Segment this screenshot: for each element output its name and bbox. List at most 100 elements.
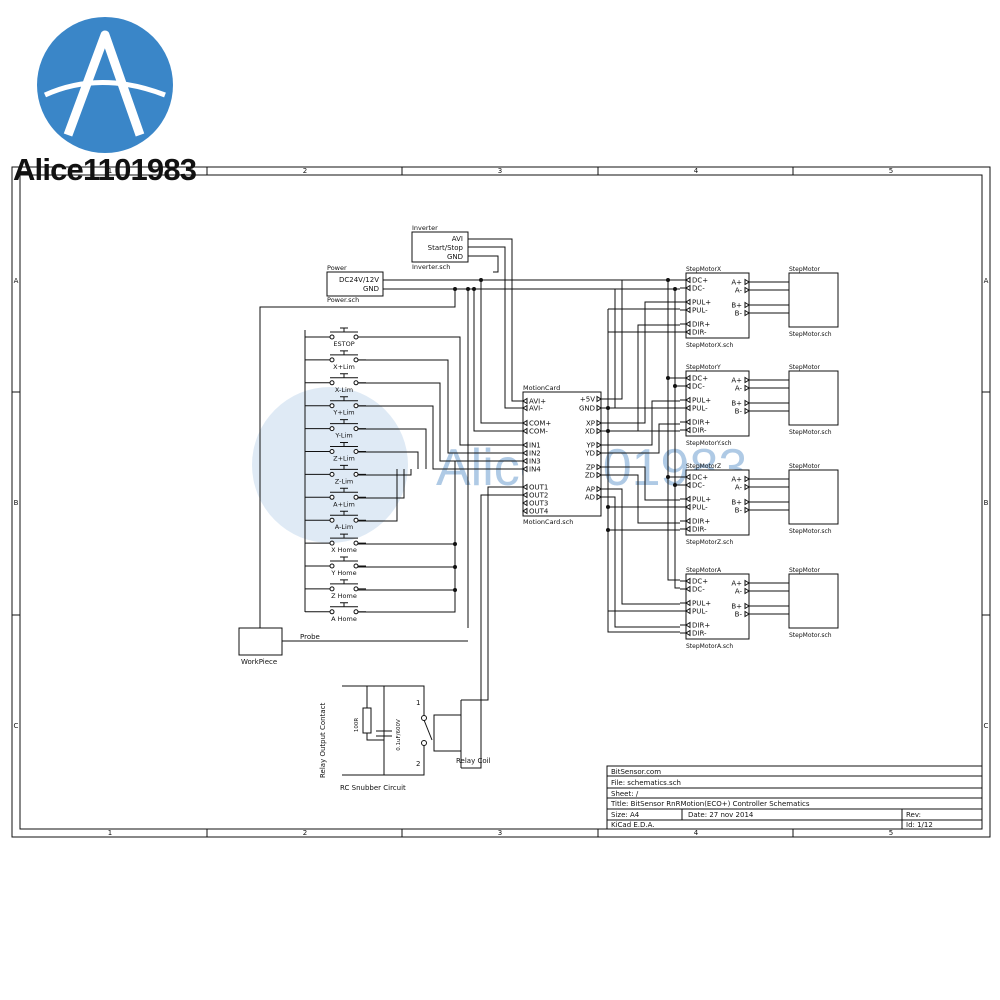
motioncard-left-pin: COM- [529, 428, 548, 436]
driver-left-pin: DIR+ [692, 622, 710, 630]
motioncard-left-pin: AVI+ [529, 398, 546, 406]
motioncard-left-pin: IN3 [529, 458, 541, 466]
pin-arrow-icon [596, 404, 602, 412]
switch-label: A+Lim [333, 500, 355, 508]
motioncard-left-pin: OUT2 [529, 492, 548, 500]
driver-right-pin: A- [735, 484, 743, 492]
switch-icon [330, 602, 358, 608]
power-title: Power [327, 264, 347, 272]
driver-right-pin: A+ [731, 279, 742, 287]
wiring [259, 238, 680, 769]
driver-right-pin: B+ [731, 302, 742, 310]
switch-label: X Home [331, 546, 357, 554]
motioncard-right-pin: ZP [586, 464, 595, 472]
pin-arrow-icon [596, 427, 602, 435]
driver-left-pin: PUL+ [692, 299, 711, 307]
motioncard-right-pin: AD [585, 494, 595, 502]
row-marker: B [14, 499, 19, 507]
switch-icon [330, 556, 358, 562]
col-marker: 5 [889, 167, 893, 175]
col-marker: 5 [889, 829, 893, 837]
pin-arrow-icon [596, 493, 602, 501]
driver-left-pin: PUL+ [692, 600, 711, 608]
pin-arrow-icon [522, 419, 528, 427]
driver-file: StepMotorY.sch [686, 440, 732, 447]
motioncard-right-pin: XP [586, 420, 595, 428]
watermark: Alice1101983 [252, 387, 747, 543]
switch-label: Y+Lim [332, 409, 354, 417]
switch-icon [330, 373, 358, 379]
switch-icon [330, 419, 358, 425]
workpiece-block: WorkPiece Probe [238, 627, 320, 666]
motioncard-left-pin: IN4 [529, 466, 541, 474]
switch-label: Y Home [330, 569, 356, 577]
title-rev: Rev: [906, 811, 921, 819]
relay-circuit: Relay Output Contact 100R 0.1uF/600V 1 2… [319, 685, 491, 792]
stepper-driver: StepMotorAStepMotorA.schDC+DC-PUL+PUL-DI… [680, 567, 789, 650]
title-file: File: schematics.sch [611, 779, 681, 787]
pushbutton-switch: A Home [305, 602, 366, 623]
switch-icon [330, 327, 358, 333]
inverter-pin-startstop: Start/Stop [428, 244, 464, 252]
driver-right-pin: B+ [731, 603, 742, 611]
stepper-driver-array: StepMotorXStepMotorX.schDC+DC-PUL+PUL-DI… [680, 266, 839, 650]
switch-icon [330, 487, 358, 493]
pin-arrow-icon [522, 404, 528, 412]
pin-arrow-icon [596, 419, 602, 427]
relay-contact-icon [423, 719, 433, 741]
driver-left-pin: DC- [692, 285, 705, 293]
row-marker: A [14, 277, 19, 285]
motioncard-right-pin: YP [586, 442, 596, 450]
motor-title: StepMotor [789, 364, 821, 371]
driver-right-pin: A+ [731, 377, 742, 385]
driver-right-pin: A- [735, 588, 743, 596]
driver-right-pin: B- [735, 408, 743, 416]
driver-title: StepMotorY [686, 364, 721, 371]
title-size: Size: A4 [611, 811, 640, 819]
motioncard-right-pin: ZD [585, 472, 595, 480]
driver-left-pin: DIR- [692, 329, 707, 337]
pushbutton-switch: Y Home [305, 556, 366, 577]
col-marker: 2 [303, 167, 307, 175]
title-company: BitSensor.com [611, 768, 661, 776]
motor-file: StepMotor.sch [789, 528, 832, 535]
snubber-label: RC Snubber Circuit [340, 784, 406, 792]
inverter-block: Inverter AVI Start/Stop GND Inverter.sch [411, 224, 469, 271]
relay-pin1: 1 [416, 699, 420, 707]
power-pin-gnd: GND [363, 285, 379, 293]
pin-arrow-icon [522, 507, 528, 515]
motor-title: StepMotor [789, 463, 821, 470]
switch-icon [330, 579, 358, 585]
driver-left-pin: PUL- [692, 405, 708, 413]
switch-label: A-Lim [335, 523, 353, 531]
driver-right-pin: A+ [731, 476, 742, 484]
switch-label: A Home [331, 615, 357, 623]
driver-left-pin: DC- [692, 482, 705, 490]
title-block: BitSensor.com File: schematics.sch Sheet… [606, 765, 983, 830]
driver-left-pin: DC- [692, 383, 705, 391]
switch-label: X+Lim [333, 363, 355, 371]
col-marker: 3 [498, 829, 502, 837]
driver-file: StepMotorA.sch [686, 643, 733, 650]
pin-arrow-icon [522, 449, 528, 457]
title-tool: KiCad E.D.A. [611, 821, 655, 829]
driver-left-pin: DIR+ [692, 518, 710, 526]
motor-title: StepMotor [789, 266, 821, 273]
pin-arrow-icon [522, 397, 528, 405]
inverter-pin-gnd: GND [447, 253, 463, 261]
inverter-file: Inverter.sch [412, 263, 450, 271]
driver-left-pin: DC+ [692, 277, 708, 285]
motioncard-title: MotionCard [523, 384, 560, 392]
driver-left-pin: PUL- [692, 608, 708, 616]
pin-arrow-icon [522, 441, 528, 449]
motioncard-right-pin: +5V [580, 396, 595, 404]
resistor-value: 100R [354, 718, 360, 732]
pin-arrow-icon [522, 457, 528, 465]
pin-arrow-icon [522, 491, 528, 499]
motioncard-block: MotionCard MotionCard.sch AVI+AVI-COM+CO… [522, 384, 602, 526]
motor-file: StepMotor.sch [789, 331, 832, 338]
motioncard-left-pin: OUT1 [529, 484, 548, 492]
title-title: Title: BitSensor RnRMotion(ECO+) Control… [610, 800, 810, 808]
row-marker: C [984, 722, 989, 730]
switch-icon [330, 442, 358, 447]
